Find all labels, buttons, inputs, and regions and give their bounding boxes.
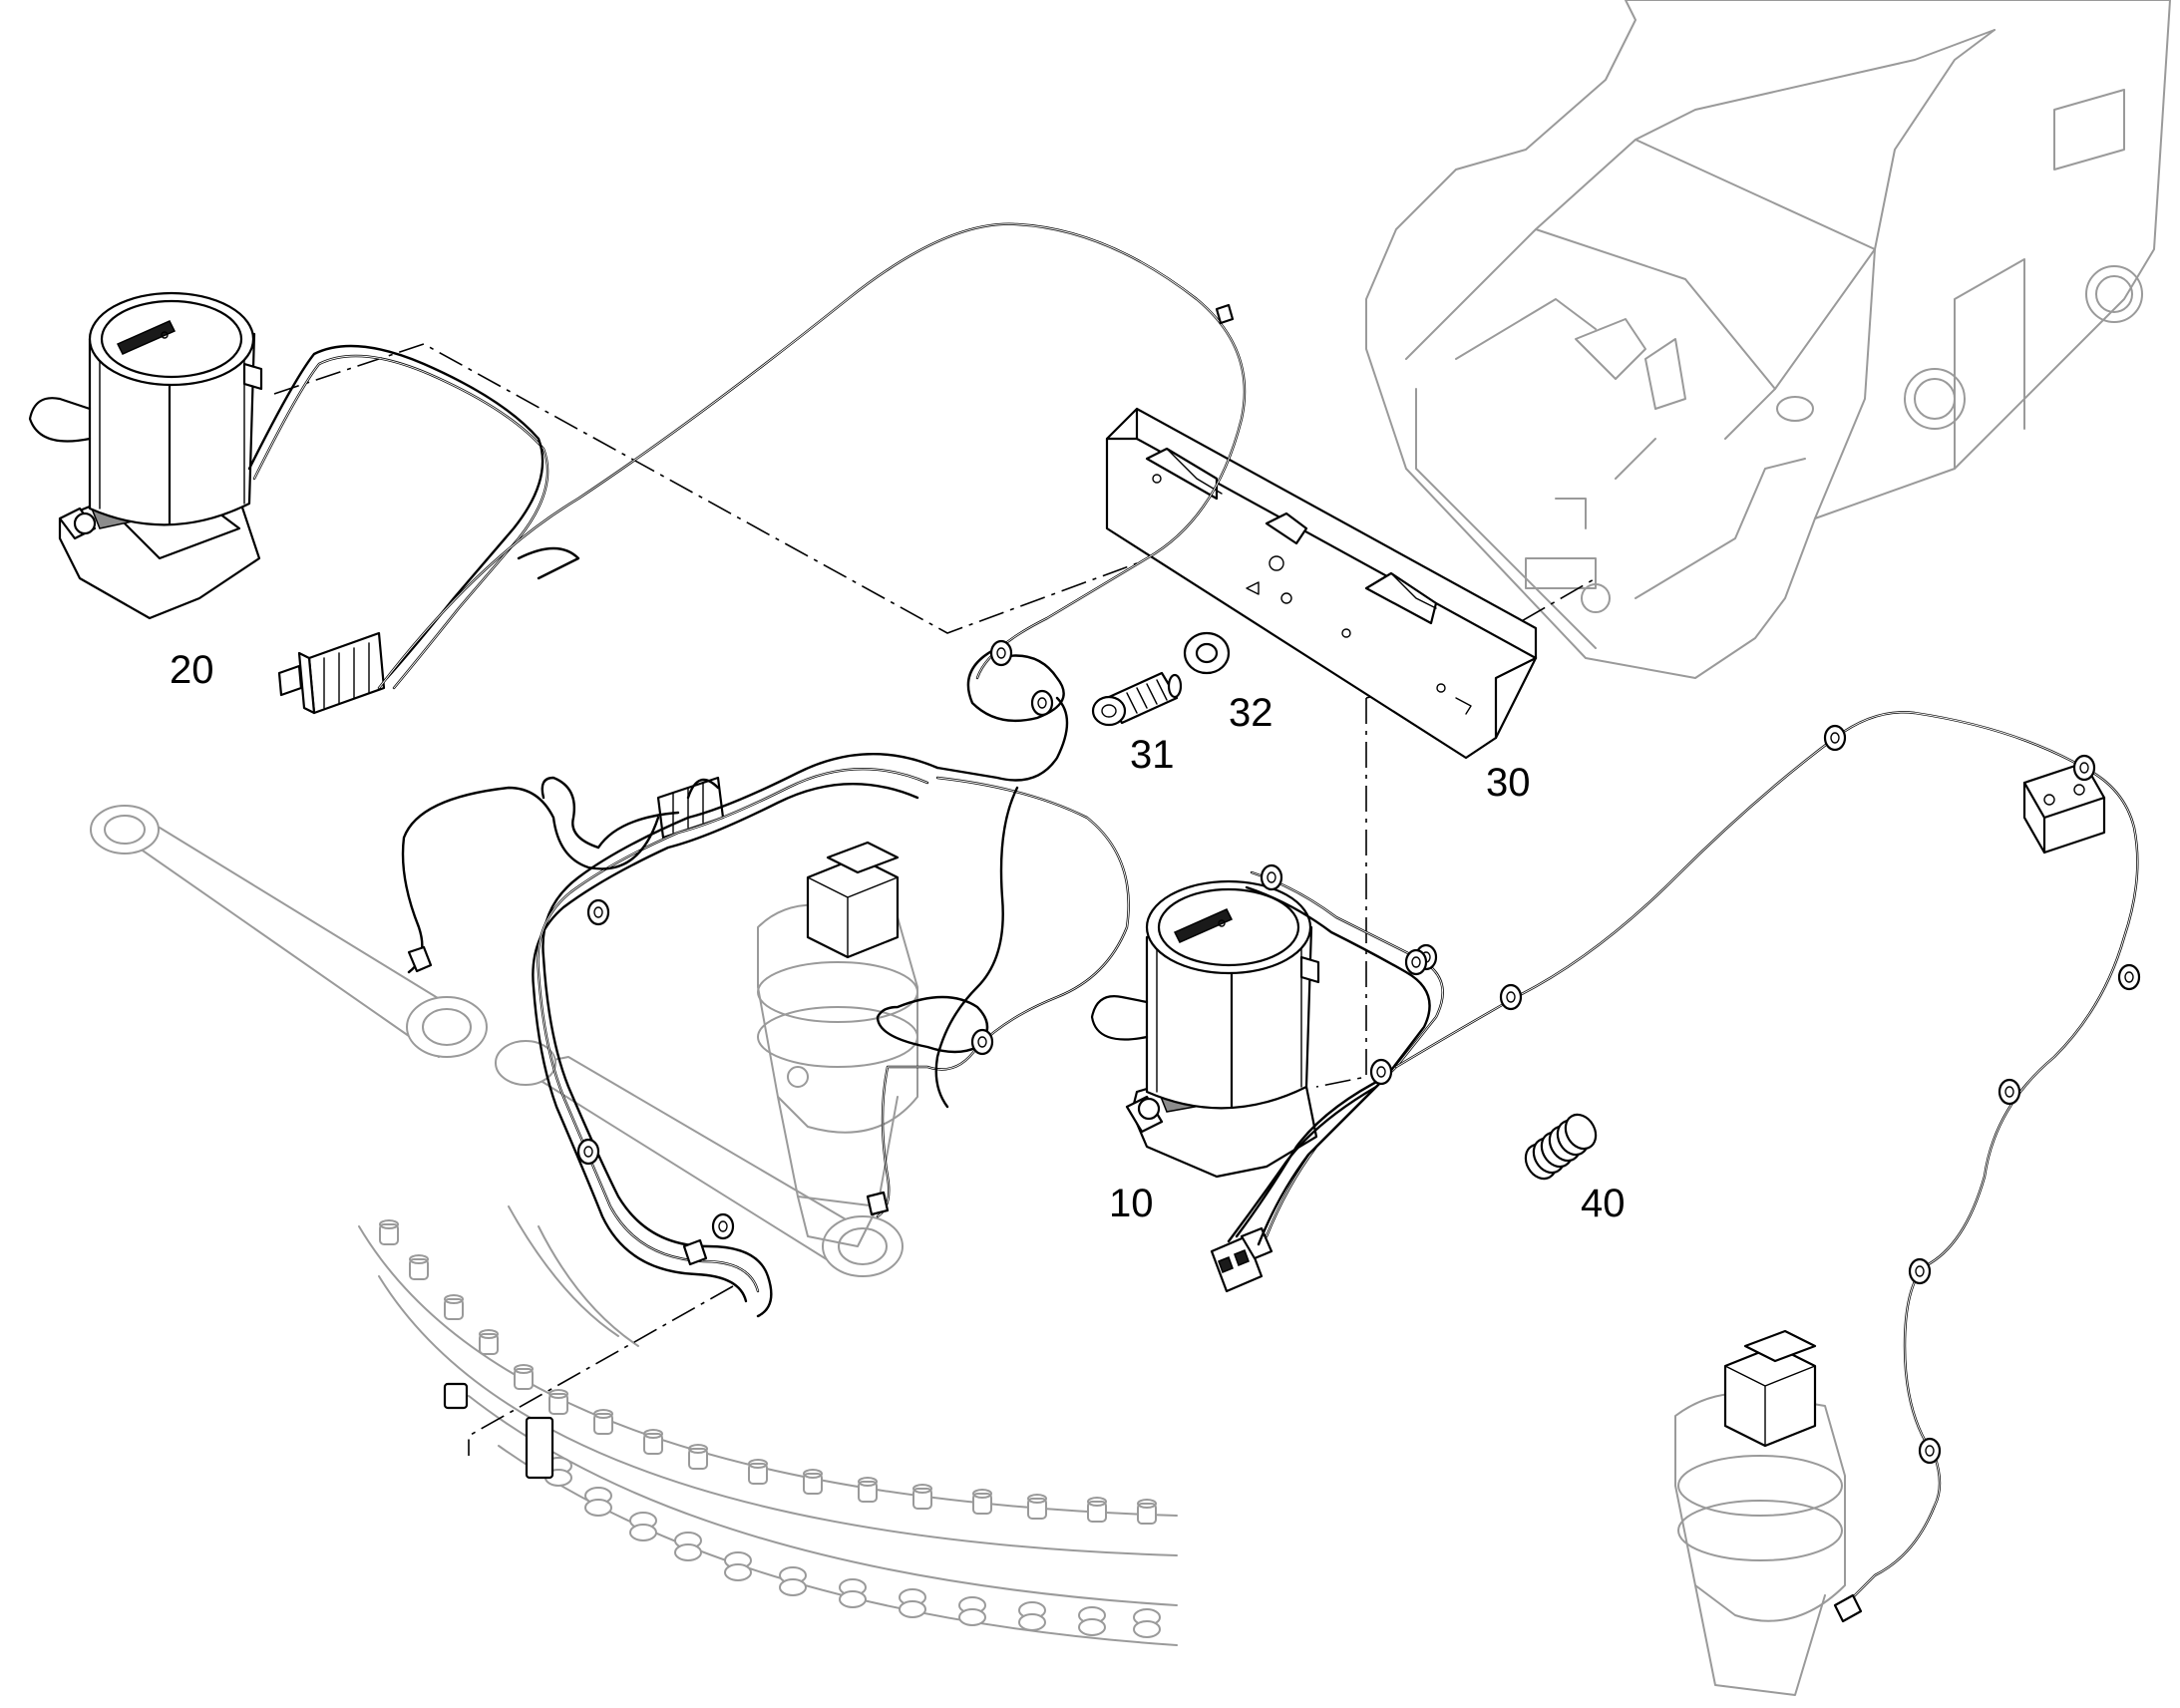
slewing-ring-ghost <box>358 1205 1178 1646</box>
distributor-block-upper <box>277 631 386 715</box>
callout-30: 30 <box>1486 761 1531 805</box>
callout-10: 10 <box>1109 1182 1154 1225</box>
lubrication-pump-upper <box>28 291 263 620</box>
leader-lines <box>273 343 1597 1456</box>
gear-motor-right-ghost <box>1674 1329 1846 1696</box>
callout-31: 31 <box>1130 733 1175 777</box>
drive-shaft-ghost <box>90 805 904 1277</box>
lubrication-pump-lower <box>1090 879 1320 1179</box>
hose-lines <box>247 222 2141 1607</box>
callout-20: 20 <box>170 648 214 692</box>
washer <box>1183 631 1231 675</box>
machine-housing <box>1365 0 2171 679</box>
connector-plug <box>1210 1226 1273 1293</box>
cap-screw <box>1091 671 1183 727</box>
hose-fittings <box>407 303 1863 1623</box>
callout-32: 32 <box>1229 691 1273 735</box>
spring <box>1524 1113 1598 1181</box>
callout-40: 40 <box>1581 1182 1626 1225</box>
cable-clamp-block <box>2022 761 2106 854</box>
gear-motor-center-ghost <box>757 841 918 1247</box>
mounting-bracket <box>1105 407 1538 760</box>
